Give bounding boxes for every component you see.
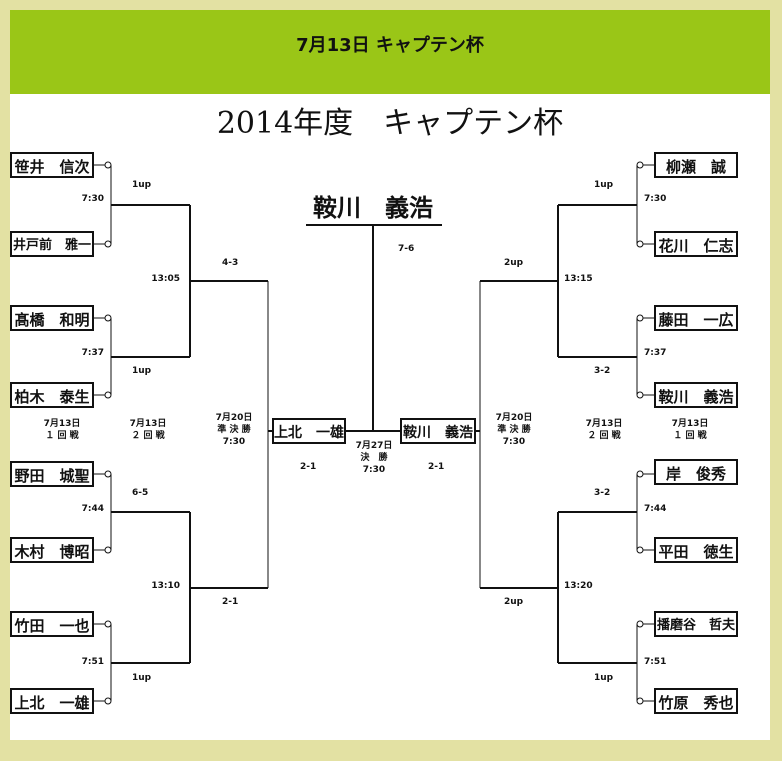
right-round2-date: 7月13日 [585,419,623,429]
right-seed-2 [636,240,644,248]
left-player-1: 笹井 信次 [10,152,94,178]
right-r1-time-2: 7:37 [644,348,667,358]
right-player-3: 藤田 一広 [654,305,738,331]
bracket-lines [94,161,654,705]
page-header: 7月13日 キャプテン杯 [10,10,770,94]
right-r1-time-3: 7:44 [644,504,667,514]
left-round1-label: 7月13日 １ 回 戦 [32,418,92,442]
right-round1-date: 7月13日 [671,419,709,429]
left-r1-score-1: 1up [132,180,152,190]
right-round2-label: 7月13日 ２ 回 戦 [574,418,634,442]
final-label: 7月27日 決 勝 7:30 [344,440,404,476]
right-player-7: 播磨谷 哲夫 [654,611,738,637]
right-semi-score: 2-1 [428,462,445,472]
right-round1-name: １ 回 戦 [673,431,707,441]
left-seed-1 [104,161,112,169]
left-seed-2 [104,240,112,248]
right-round2-name: ２ 回 戦 [587,431,621,441]
final-date: 7月27日 [355,441,393,451]
left-r2-score-1: 4-3 [222,258,239,268]
right-finalist: 鞍川 義浩 [400,418,476,444]
left-seed-5 [104,470,112,478]
left-r2-time-2: 13:10 [151,581,180,591]
left-seed-6 [104,546,112,554]
bracket-title: 2014年度 キャプテン杯 [216,106,564,141]
right-seed-4 [636,391,644,399]
left-round1-date: 7月13日 [43,419,81,429]
left-semi-label: 7月20日 準 決 勝 7:30 [204,412,264,448]
left-seed-4 [104,391,112,399]
left-r1-time-3: 7:44 [81,504,104,514]
right-player-6: 平田 徳生 [654,537,738,563]
right-r2-score-1: 2up [504,258,524,268]
right-round1-label: 7月13日 １ 回 戦 [660,418,720,442]
left-r1-score-2: 1up [132,366,152,376]
right-r1-score-1: 1up [594,180,614,190]
left-r1-time-2: 7:37 [81,348,104,358]
right-r1-time-1: 7:30 [644,194,667,204]
left-r2-time-1: 13:05 [151,274,180,284]
right-seed-6 [636,546,644,554]
left-semi-time: 7:30 [222,437,246,447]
left-seed-3 [104,314,112,322]
right-player-4: 鞍川 義浩 [654,382,738,408]
left-r1-score-4: 1up [132,673,152,683]
left-seed-8 [104,697,112,705]
left-player-7: 竹田 一也 [10,611,94,637]
left-semi-score: 2-1 [300,462,317,472]
left-player-8: 上北 一雄 [10,688,94,714]
left-round1-name: １ 回 戦 [45,431,79,441]
header-title: 7月13日 キャプテン杯 [296,35,484,56]
bracket-panel: 2014年度 キャプテン杯 鞍川 義浩 笹井 信次 井戸前 雅一 髙橋 和明 柏… [10,94,770,740]
champion-name: 鞍川 義浩 [313,193,433,222]
final-score: 7-6 [398,244,415,254]
right-semi-name: 準 決 勝 [497,425,531,435]
left-player-2: 井戸前 雅一 [10,231,94,257]
right-semi-date: 7月20日 [495,413,533,423]
right-semi-label: 7月20日 準 決 勝 7:30 [484,412,544,448]
left-round2-date: 7月13日 [129,419,167,429]
final-time: 7:30 [362,465,386,475]
left-player-6: 木村 博昭 [10,537,94,563]
left-round2-name: ２ 回 戦 [131,431,165,441]
left-player-5: 野田 城聖 [10,461,94,487]
right-r1-time-4: 7:51 [644,657,667,667]
left-r1-score-3: 6-5 [132,488,149,498]
right-seed-8 [636,697,644,705]
right-r1-score-2: 3-2 [594,366,611,376]
left-semi-date: 7月20日 [215,413,253,423]
left-round2-label: 7月13日 ２ 回 戦 [118,418,178,442]
final-name: 決 勝 [360,453,388,463]
right-r2-time-2: 13:20 [564,581,593,591]
right-player-8: 竹原 秀也 [654,688,738,714]
right-r1-score-4: 1up [594,673,614,683]
right-r1-score-3: 3-2 [594,488,611,498]
right-seed-3 [636,314,644,322]
right-player-5: 岸 俊秀 [654,459,738,485]
right-seed-1 [636,161,644,169]
right-player-2: 花川 仁志 [654,231,738,257]
right-seed-5 [636,470,644,478]
left-player-4: 柏木 泰生 [10,382,94,408]
left-r2-score-2: 2-1 [222,597,239,607]
right-semi-time: 7:30 [502,437,526,447]
right-r2-score-2: 2up [504,597,524,607]
right-seed-7 [636,620,644,628]
left-player-3: 髙橋 和明 [10,305,94,331]
right-r2-time-1: 13:15 [564,274,593,284]
left-semi-name: 準 決 勝 [217,425,251,435]
right-player-1: 柳瀬 誠 [654,152,738,178]
left-r1-time-4: 7:51 [81,657,104,667]
left-finalist: 上北 一雄 [272,418,346,444]
left-r1-time-1: 7:30 [81,194,104,204]
left-seed-7 [104,620,112,628]
